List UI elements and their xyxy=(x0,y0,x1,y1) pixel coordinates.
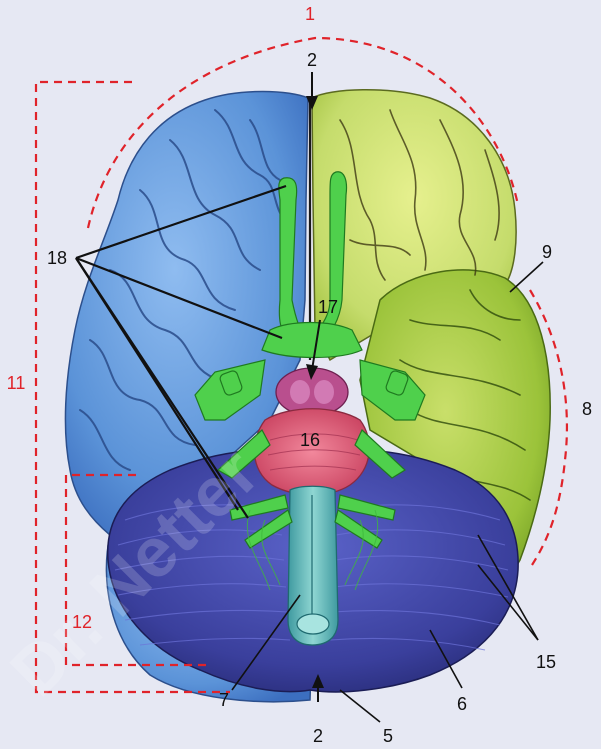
leader-9 xyxy=(510,262,543,292)
label-16: 16 xyxy=(300,430,320,450)
leader-5 xyxy=(340,690,380,722)
label-5: 5 xyxy=(383,726,393,746)
label-9: 9 xyxy=(542,242,552,262)
label-12: 12 xyxy=(72,612,92,632)
optic-chiasm xyxy=(262,323,362,358)
spinal-cord-section xyxy=(297,614,329,634)
label-2-bottom: 2 xyxy=(313,726,323,746)
label-7: 7 xyxy=(219,690,229,710)
label-18: 18 xyxy=(47,248,67,268)
label-11: 11 xyxy=(7,373,26,393)
label-6: 6 xyxy=(457,694,467,714)
mammillary-body-right xyxy=(314,380,334,404)
mammillary-body-left xyxy=(290,380,310,404)
pons xyxy=(255,409,370,495)
label-17: 17 xyxy=(318,297,338,317)
label-1: 1 xyxy=(305,4,315,24)
label-8: 8 xyxy=(582,399,592,419)
label-15: 15 xyxy=(536,652,556,672)
label-2-top: 2 xyxy=(307,50,317,70)
